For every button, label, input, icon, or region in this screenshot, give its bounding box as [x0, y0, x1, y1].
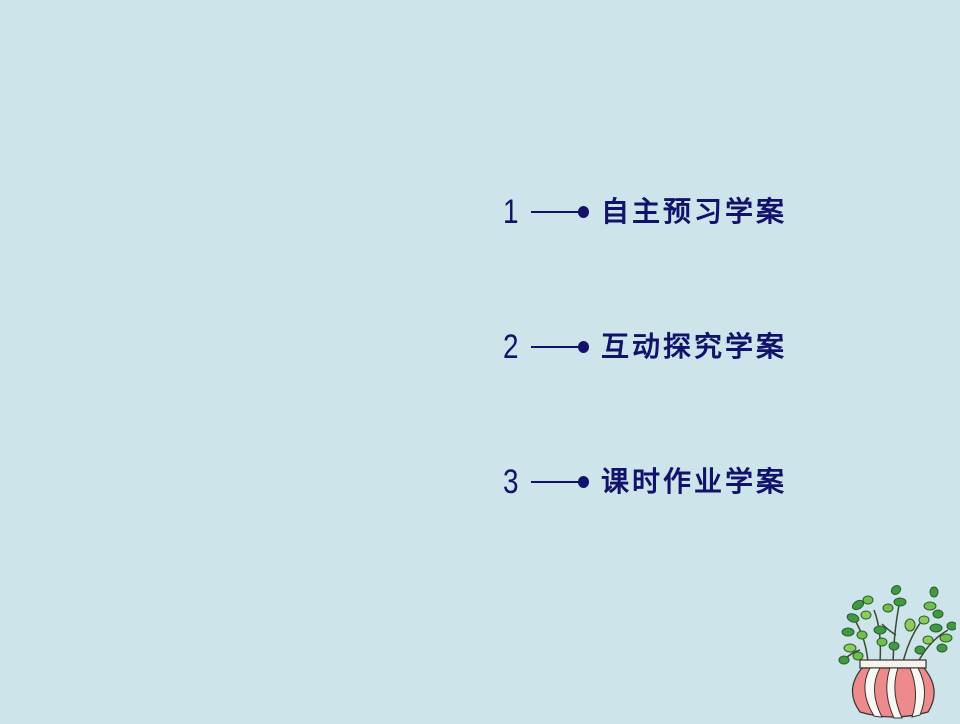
- menu-item-number: 1: [503, 193, 519, 231]
- menu-item-homework[interactable]: 3 课时作业学案: [503, 462, 787, 502]
- menu-item-label: 自主预习学案: [601, 195, 788, 228]
- menu-item-label: 课时作业学案: [601, 465, 788, 498]
- connector-line-icon: [531, 476, 589, 488]
- connector-line-icon: [531, 341, 589, 353]
- menu-item-preview-study[interactable]: 1 自主预习学案: [503, 192, 787, 232]
- connector-line-icon: [531, 206, 589, 218]
- menu-item-number: 2: [503, 328, 519, 366]
- potted-plant-icon: [838, 580, 958, 720]
- menu-item-label: 互动探究学案: [601, 330, 788, 363]
- menu-item-interactive-inquiry[interactable]: 2 互动探究学案: [503, 327, 787, 367]
- menu-item-number: 3: [503, 463, 519, 501]
